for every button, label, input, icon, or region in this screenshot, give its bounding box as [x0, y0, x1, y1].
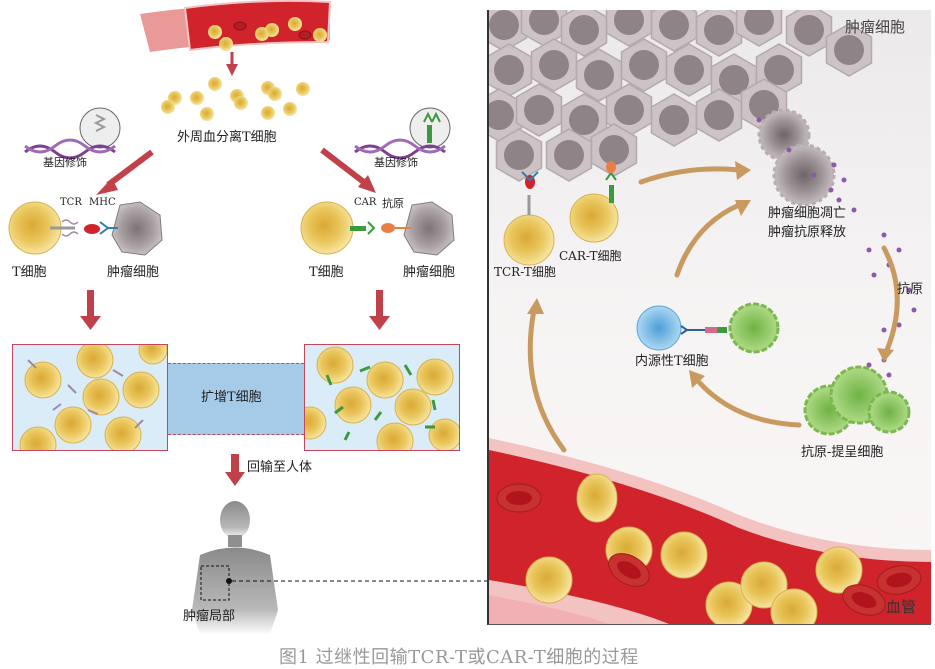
tumor-cell-label-right: 肿瘤细胞 [403, 265, 456, 280]
reinfusion-label: 回输至人体 [247, 460, 313, 475]
mhc-label: MHC [89, 197, 116, 208]
t-cell [288, 17, 302, 31]
arrow-left-branch [106, 149, 154, 188]
tumor-site-dot [226, 578, 232, 584]
gene-modification-left-icon [24, 107, 121, 160]
tumor-microenvironment-panel: 肿瘤细胞 TCR-T细胞 CAR-T细胞 肿瘤细胞凋亡 肿瘤抗原释放 抗原 内源… [487, 10, 931, 625]
figure-caption: 图1 过继性回输TCR-T或CAR-T细胞的过程 [279, 647, 639, 668]
tumor-site-label: 肿瘤局部 [183, 609, 236, 624]
t-cell [770, 588, 818, 624]
gene-modification-right-icon [354, 107, 451, 160]
left-panel-graphics [8, 0, 487, 635]
tcr-t-culture [12, 344, 168, 451]
blood-vessel-top [140, 0, 332, 52]
car-label: CAR [354, 197, 377, 208]
isolation-label: 外周血分离T细胞 [177, 130, 277, 145]
isolated-t-cells [161, 77, 310, 121]
t-cell [313, 28, 327, 42]
arrow-down-right [376, 290, 383, 318]
endogenous-t-cell [636, 305, 682, 351]
gene-modification-right-label: 基因修饰 [374, 156, 418, 169]
mhc-icon [99, 221, 118, 235]
antigen-dot [756, 117, 762, 123]
t-cell [525, 556, 573, 604]
apc-small [728, 302, 780, 354]
vessel-cells [496, 473, 922, 624]
antigen-dot [841, 177, 847, 183]
t-cell [660, 531, 708, 579]
antigen-peptide [84, 224, 100, 234]
antigen-dot [866, 362, 872, 368]
tumor-cell-label-left: 肿瘤细胞 [107, 265, 160, 280]
tumor-cells-label: 肿瘤细胞 [845, 18, 906, 36]
tcr-t-cell-label: TCR-T细胞 [494, 265, 556, 279]
antigen-label-left-panel: 抗原 [382, 197, 404, 210]
antigen-dot [886, 372, 892, 378]
apoptotic-tumor-cells [757, 108, 836, 207]
tumor-cell-left [111, 201, 163, 256]
car-receptor [350, 226, 366, 231]
arrow-right-branch [320, 147, 367, 186]
antigen-dot [871, 272, 877, 278]
t-cell [265, 23, 279, 37]
t-cell-label-right: T细胞 [309, 265, 344, 280]
tumor-cell-right [403, 201, 455, 256]
extravasating-t-cell [576, 473, 618, 523]
t-cell-right [300, 201, 354, 255]
t-cell [219, 37, 233, 51]
antigen-dot [828, 187, 834, 193]
antigen-dot [896, 247, 902, 253]
antigen-dot [866, 247, 872, 253]
antigen-dot [881, 232, 887, 238]
t-cell [815, 546, 863, 594]
antigen-dot [911, 307, 917, 313]
arrow-down-reinfusion [231, 454, 239, 474]
arrow-down-left [87, 290, 94, 318]
right-panel-graphics [489, 10, 931, 624]
endogenous-t-cell-label: 内源性T细胞 [635, 354, 709, 369]
blood-vessel-label: 血管 [886, 598, 917, 616]
apc-label: 抗原-提呈细胞 [801, 445, 884, 460]
expansion-box [168, 363, 304, 435]
antigen-icon [381, 223, 395, 233]
antigen-dot [786, 147, 792, 153]
tumor-cell-cluster [489, 10, 873, 182]
gene-modification-left-label: 基因修饰 [43, 156, 87, 169]
car-t-cell-label: CAR-T细胞 [559, 249, 622, 263]
t-cell [740, 561, 788, 609]
tcr-label: TCR [60, 197, 82, 208]
antigen-dot [881, 327, 887, 333]
antigen-dot [906, 287, 912, 293]
expansion-label: 扩增T细胞 [201, 390, 262, 405]
antigen-label: 抗原 [897, 282, 924, 297]
car-t-culture [304, 344, 460, 451]
antigen-presenting-cell [803, 365, 911, 436]
apoptosis-label-line2: 肿瘤抗原释放 [768, 225, 847, 240]
cycle-arrows [527, 166, 900, 533]
car-t-cell [569, 193, 619, 243]
t-cell-label-left: T细胞 [12, 265, 47, 280]
t-cell [208, 25, 222, 39]
antigen-dot [851, 207, 857, 213]
antigen-dot [811, 172, 817, 178]
apoptosis-label-line1: 肿瘤细胞凋亡 [768, 206, 847, 221]
antigen-dot [836, 197, 842, 203]
tcr-t-cell [503, 214, 555, 266]
antigen-dot [831, 162, 837, 168]
antigen-dot [896, 322, 902, 328]
human-silhouette [192, 501, 278, 635]
